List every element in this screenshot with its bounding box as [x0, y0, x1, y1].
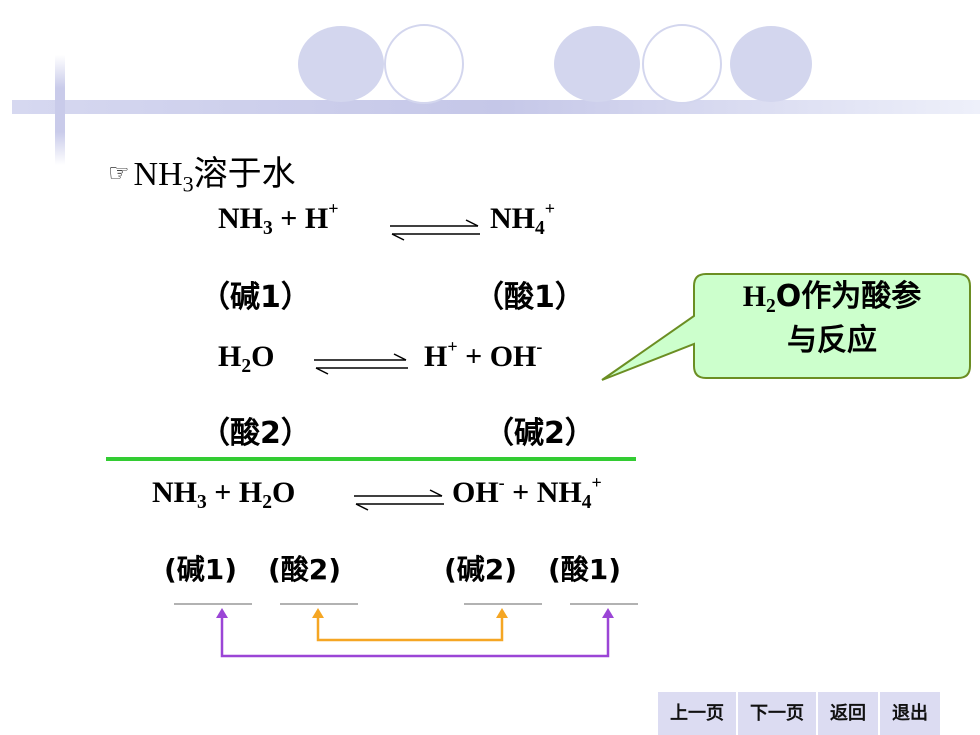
callout-text: H2O作为酸参 与反应 — [694, 275, 970, 377]
net-right: OH- + NH4+ — [452, 472, 602, 513]
reaction1-plus-h: + H — [272, 202, 329, 235]
callout-h-sub: 2 — [766, 295, 776, 317]
deco-circle-1 — [298, 26, 384, 102]
net-label-acid1-text: (酸1) — [548, 553, 622, 586]
reaction1-h-sup: + — [328, 198, 339, 219]
callout-line2: 与反应 — [787, 323, 877, 358]
exit-button[interactable]: 退出 — [878, 692, 940, 735]
deco-circle-4 — [642, 24, 722, 104]
net-label-base1: (碱1) — [164, 548, 237, 588]
net-h2o-sub: 2 — [262, 491, 272, 513]
orange-arrowhead-left — [312, 608, 324, 618]
net-label-base2: (碱2) — [444, 548, 517, 588]
deco-circle-3 — [554, 26, 640, 102]
purple-arrowhead-left — [216, 608, 228, 618]
equilibrium-arrow-3 — [354, 489, 444, 511]
net-nh4-sup: + — [591, 472, 602, 493]
purple-arrowhead-right — [602, 608, 614, 618]
header-bar — [12, 100, 980, 114]
label-acid1: （酸1） — [474, 272, 585, 316]
title-text: 溶于水 — [193, 154, 296, 194]
reaction1-nh4-sub: 4 — [535, 217, 545, 239]
net-nh3-sub: 3 — [197, 491, 207, 513]
net-h2o: + H — [206, 476, 263, 509]
label-base1: （碱1） — [200, 272, 311, 316]
reaction1-nh4-sup: + — [544, 198, 556, 219]
orange-connector — [316, 614, 504, 642]
net-label-acid1: (酸1) — [548, 548, 621, 588]
reaction1-nh-sub: 3 — [263, 217, 273, 239]
next-page-button[interactable]: 下一页 — [736, 692, 816, 735]
equilibrium-arrow-1 — [390, 219, 480, 241]
reaction2-h-plus: H — [424, 340, 448, 373]
net-label-acid2: (酸2) — [268, 548, 341, 588]
reaction2-right: H+ + OH- — [424, 336, 543, 374]
net-nh4: + NH — [504, 476, 582, 509]
reaction1-nh4: NH — [490, 202, 535, 235]
header-vertical-bar — [55, 55, 65, 165]
net-nh3: NH — [152, 476, 197, 509]
label-acid2-text: （酸2） — [200, 416, 311, 451]
prev-page-button[interactable]: 上一页 — [656, 692, 736, 735]
callout-line1-text: O作为酸参 — [775, 279, 922, 314]
slide-title: ☞NH3溶于水 — [108, 146, 296, 195]
orange-arrowhead-right — [496, 608, 508, 618]
net-o: O — [271, 476, 296, 509]
callout-bubble — [601, 273, 971, 381]
callout-line1: H2O作为酸参 — [694, 275, 970, 319]
label-base2: （碱2） — [484, 408, 595, 452]
net-nh4-sub: 4 — [581, 491, 592, 513]
back-button[interactable]: 返回 — [816, 692, 878, 735]
conjugate-pair-connectors — [174, 603, 638, 658]
net-label-base2-text: (碱2) — [444, 553, 518, 586]
reaction2-h: H — [218, 340, 242, 373]
reaction2-oh: + OH — [457, 340, 537, 373]
reaction2-left: H2O — [218, 340, 275, 377]
deco-circle-2 — [384, 24, 464, 104]
title-formula: NH — [133, 156, 183, 193]
callout-h: H — [742, 280, 767, 313]
net-left: NH3 + H2O — [152, 476, 296, 513]
net-oh: OH — [452, 476, 499, 509]
reaction1-nh: NH — [218, 202, 263, 235]
reaction1-left: NH3 + H+ — [218, 198, 339, 239]
reaction2-h-sup: + — [447, 336, 458, 357]
net-label-acid2-text: (酸2) — [268, 553, 342, 586]
nav-bar: 上一页 下一页 返回 退出 — [656, 692, 940, 735]
label-acid2: （酸2） — [200, 408, 311, 452]
purple-connector — [220, 614, 610, 658]
sum-divider — [106, 457, 636, 461]
label-acid1-text: （酸1） — [474, 280, 585, 315]
title-formula-sub: 3 — [182, 171, 194, 197]
pointing-hand-icon: ☞ — [108, 159, 130, 187]
net-label-base1-text: (碱1) — [164, 553, 238, 586]
reaction2-o: O — [251, 340, 275, 373]
reaction2-oh-sup: - — [536, 336, 543, 357]
label-base1-text: （碱1） — [200, 280, 311, 315]
net-oh-sup: - — [498, 472, 505, 493]
equilibrium-arrow-2 — [314, 353, 408, 375]
label-base2-text: （碱2） — [484, 416, 595, 451]
reaction2-h-sub: 2 — [241, 355, 252, 377]
deco-circle-5 — [730, 26, 812, 102]
reaction1-right: NH4+ — [490, 198, 556, 239]
